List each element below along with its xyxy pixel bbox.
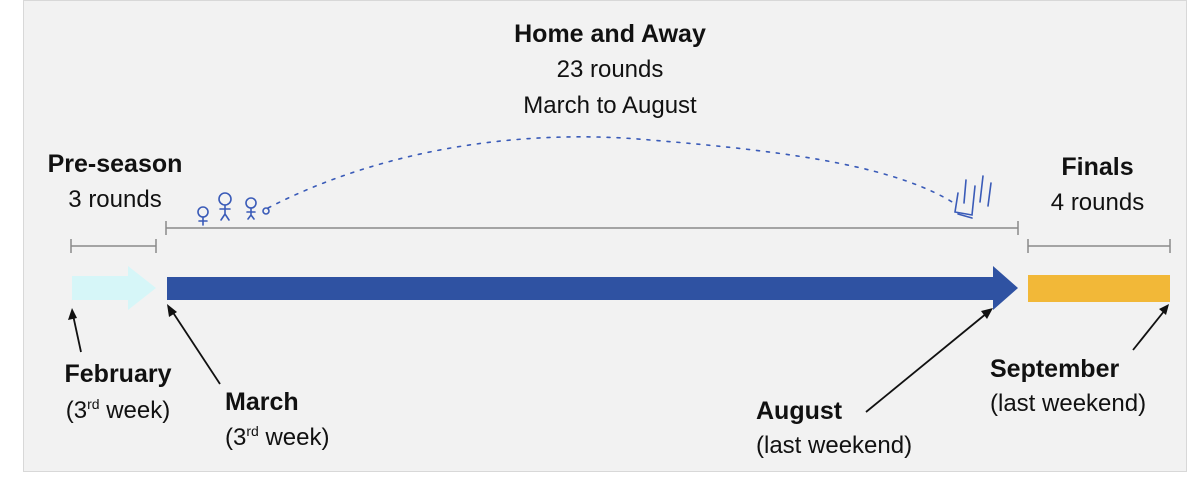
home-away-rounds: 23 rounds: [556, 56, 664, 83]
march-week-close: week): [258, 424, 330, 451]
home-away-span: March to August: [523, 92, 697, 119]
finals-title: Finals: [1061, 153, 1134, 181]
august-detail: (last weekend): [756, 432, 913, 459]
august-label: August: [756, 397, 843, 425]
march-label: March: [225, 388, 299, 416]
finals-rounds: 4 rounds: [1050, 189, 1145, 216]
preseason-arrow: [72, 266, 156, 310]
february-week-close: week): [99, 397, 171, 424]
pointer-arrows: [68, 304, 1169, 413]
preseason-rounds: 3 rounds: [68, 186, 162, 213]
february-week-ordinal: rd: [87, 396, 100, 412]
february-detail: (3rd week): [38, 394, 198, 428]
home-away-title: Home and Away: [514, 20, 706, 48]
february-label: February: [64, 360, 172, 388]
september-label: September: [990, 355, 1120, 383]
finals-bar: [1028, 275, 1170, 302]
september-detail: (last weekend): [990, 390, 1147, 417]
preseason-title: Pre-season: [47, 150, 183, 178]
diagram-panel: [23, 0, 1187, 472]
march-week-open: (3: [225, 424, 247, 451]
ball-trajectory-doodle: [197, 136, 992, 226]
february-week-open: (3: [65, 397, 88, 424]
march-week-ordinal: rd: [246, 423, 259, 439]
home-away-arrow: [167, 266, 1018, 310]
march-detail: (3rd week): [225, 421, 329, 455]
bracket-lines: [70, 221, 1171, 253]
